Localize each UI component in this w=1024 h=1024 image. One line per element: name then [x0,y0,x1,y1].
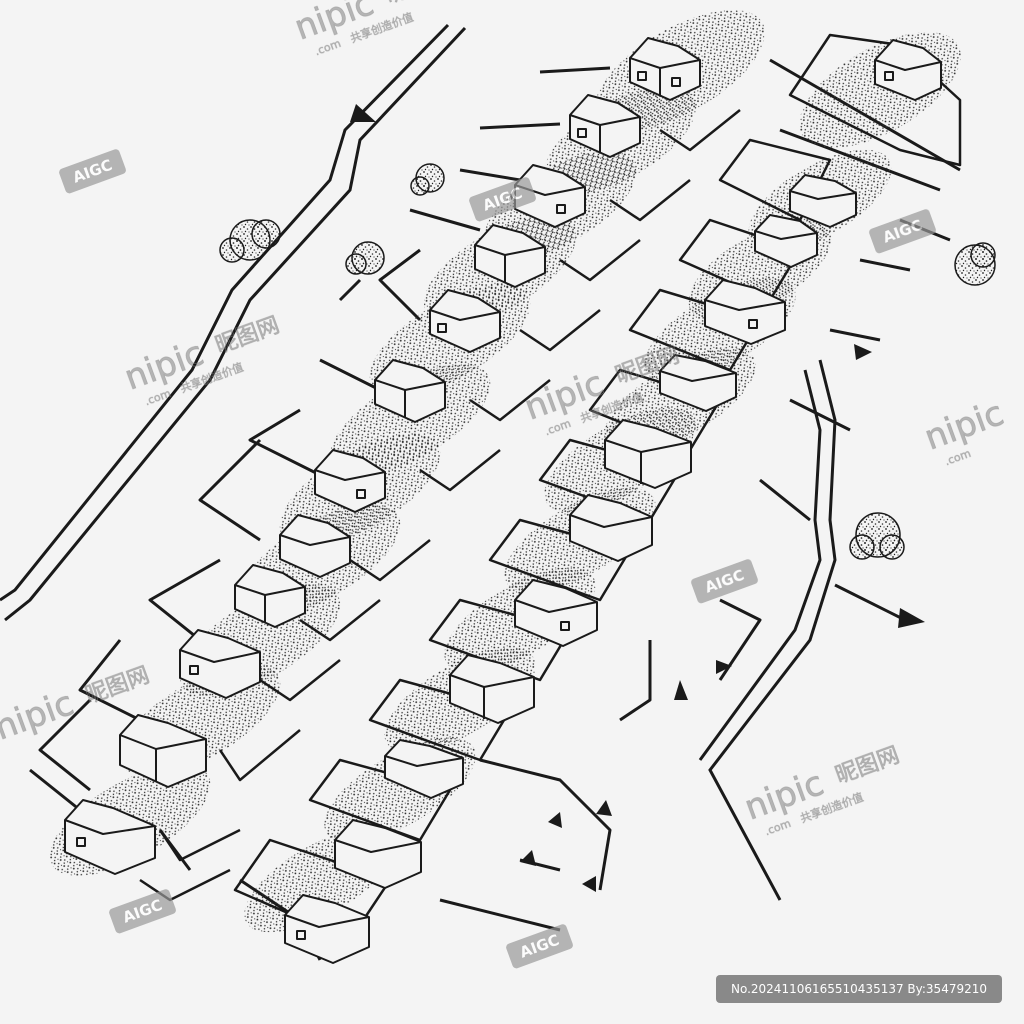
house [569,494,653,562]
watermark-main: nipic 昵图网 .com 共享创造价值 [119,313,283,409]
main-road [0,23,467,622]
house [604,419,692,489]
direction-arrow-icon [716,660,732,674]
svg-text:昵图网: 昵图网 [832,743,903,789]
tree-icon [219,219,281,263]
houses [64,37,942,964]
house [334,819,422,889]
image-id-label: No.20241106165510435137 By:35479210 [716,975,1002,1003]
watermark-main: nipic .com [919,393,1009,468]
watermark-main: nipic 昵图网 .com 共享创造价值 [739,743,903,839]
direction-arrow-icon [854,344,872,360]
aigc-badge: AIGC [691,559,758,604]
tree-icon [410,163,445,196]
trees [219,163,996,560]
watermark-main: nipic 昵图网 .com 共享创造价值 [289,0,453,58]
house [704,279,786,345]
house [119,714,207,788]
house [874,39,942,101]
house [629,37,701,101]
house [314,449,386,513]
traffic-arrow-icon [350,104,376,122]
tree-icon [849,512,905,560]
house [514,164,586,228]
house [234,564,306,628]
aigc-badge: AIGC [59,149,126,194]
aigc-badge: AIGC [506,924,573,969]
svg-text:nipic: nipic [0,683,79,748]
house [754,214,818,268]
house [474,224,546,288]
house [374,359,446,423]
house [179,629,261,699]
house [384,739,464,799]
svg-text:昵图网: 昵图网 [382,0,453,9]
path-arrows [520,800,612,892]
house [659,354,737,412]
house [429,289,501,353]
collector-road [698,359,906,901]
house [449,654,535,724]
aigc-badge: AIGC [109,889,176,934]
house [64,799,156,875]
exit-arrow-icon [898,608,925,628]
direction-arrow-icon [674,680,688,700]
tree-icon [345,241,385,275]
svg-text:昵图网: 昵图网 [212,313,283,359]
tree-icon [954,242,996,286]
house [279,514,351,578]
house [284,894,370,964]
house [514,579,598,647]
house [789,174,857,228]
house [569,94,641,158]
svg-text:昵图网: 昵图网 [82,663,153,709]
aigc-badge: AIGC [869,209,936,254]
